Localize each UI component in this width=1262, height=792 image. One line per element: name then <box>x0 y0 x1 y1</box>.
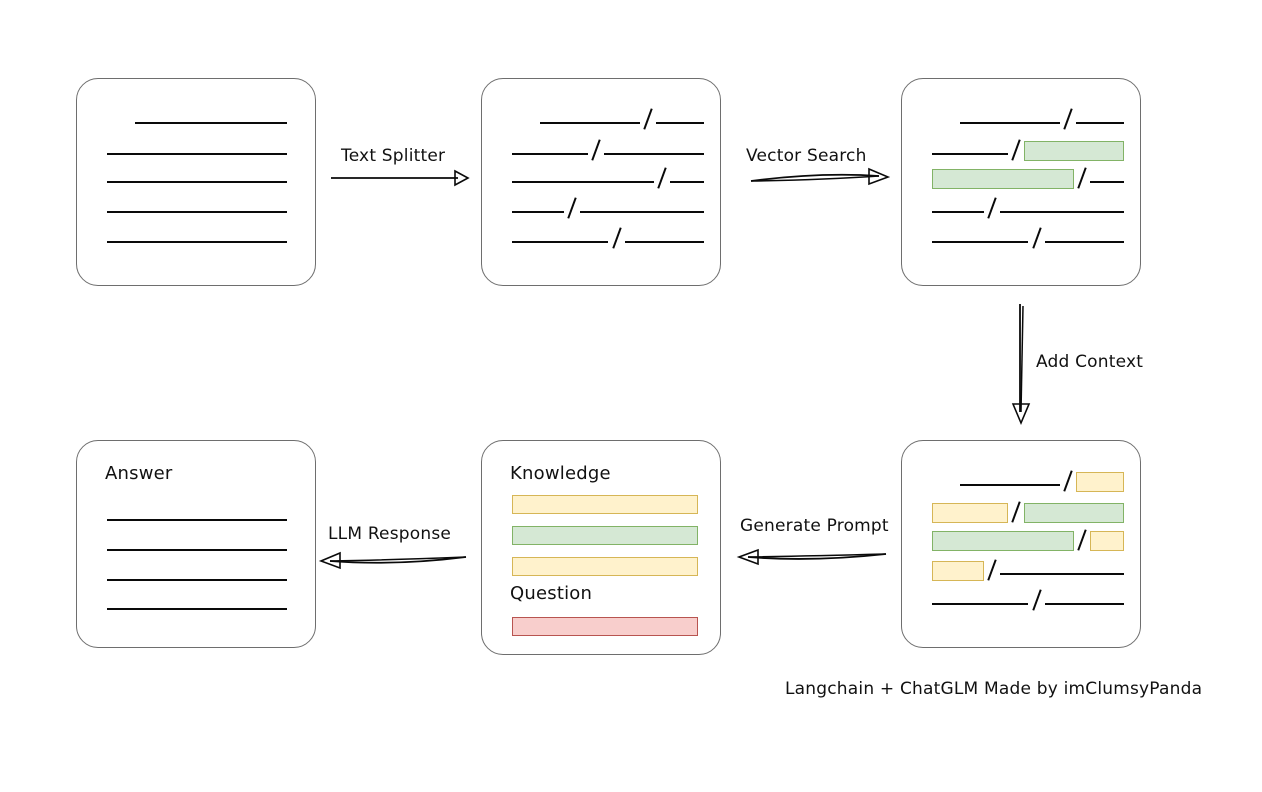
question-chunk-red[interactable] <box>512 617 698 636</box>
text-line-segment <box>107 519 287 521</box>
text-line-segment <box>670 181 704 183</box>
text-line-segment <box>1045 603 1124 605</box>
text-line-segment <box>656 122 704 124</box>
source-document-box[interactable] <box>76 78 316 286</box>
text-line-segment <box>625 241 704 243</box>
text-line-segment <box>1090 181 1124 183</box>
arrow-label-add-context: Add Context <box>1036 352 1144 372</box>
arrow-label-llm-response: LLM Response <box>328 524 452 544</box>
text-line-segment <box>512 153 588 155</box>
chunk-separator-icon <box>1077 529 1087 551</box>
chunk-separator-icon <box>1032 589 1042 611</box>
text-line-segment <box>932 153 1008 155</box>
chunk-separator-icon <box>1032 227 1042 249</box>
context-chunk-yellow[interactable] <box>932 503 1008 523</box>
text-line-segment <box>107 181 287 183</box>
chunk-separator-icon <box>567 197 577 219</box>
matched-chunk-green[interactable] <box>1024 141 1124 161</box>
chunk-separator-icon <box>643 108 653 130</box>
chunk-separator-icon <box>987 197 997 219</box>
knowledge-chunk-green[interactable] <box>512 526 698 545</box>
chunk-separator-icon <box>591 139 601 161</box>
chunk-separator-icon <box>987 559 997 581</box>
answer-label: Answer <box>105 463 173 484</box>
text-line-segment <box>540 122 640 124</box>
knowledge-chunk-yellow[interactable] <box>512 557 698 576</box>
text-line-segment <box>1000 211 1124 213</box>
answer-box[interactable]: Answer <box>76 440 316 648</box>
context-chunk-yellow[interactable] <box>1090 531 1124 551</box>
vector-matched-box[interactable] <box>901 78 1141 286</box>
text-line-segment <box>604 153 704 155</box>
chunk-separator-icon <box>1063 470 1073 492</box>
text-line-segment <box>107 579 287 581</box>
chunk-separator-icon <box>612 227 622 249</box>
text-line-segment <box>135 122 287 124</box>
text-line-segment <box>107 608 287 610</box>
arrow-label-generate-prompt: Generate Prompt <box>740 516 889 536</box>
text-line-segment <box>1045 241 1124 243</box>
split-chunks-box[interactable] <box>481 78 721 286</box>
chunk-separator-icon <box>1063 108 1073 130</box>
text-line-segment <box>107 549 287 551</box>
matched-chunk-green[interactable] <box>932 531 1074 551</box>
chunk-separator-icon <box>1077 167 1087 189</box>
chunk-separator-icon <box>1011 139 1021 161</box>
knowledge-chunk-yellow[interactable] <box>512 495 698 514</box>
text-line-segment <box>1000 573 1124 575</box>
text-line-segment <box>932 603 1028 605</box>
text-line-segment <box>512 241 608 243</box>
text-line-segment <box>107 211 287 213</box>
knowledge-label: Knowledge <box>510 463 611 484</box>
text-line-segment <box>1076 122 1124 124</box>
text-line-segment <box>960 484 1060 486</box>
arrow-text-splitter <box>331 169 470 187</box>
prompt-box[interactable]: Knowledge Question <box>481 440 721 655</box>
text-line-segment <box>107 153 287 155</box>
matched-chunk-green[interactable] <box>932 169 1074 189</box>
credit-text: Langchain + ChatGLM Made by imClumsyPand… <box>785 679 1203 699</box>
text-line-segment <box>580 211 704 213</box>
arrow-vector-search <box>750 167 891 186</box>
arrow-generate-prompt <box>736 548 887 566</box>
text-line-segment <box>932 241 1028 243</box>
text-line-segment <box>932 211 984 213</box>
text-line-segment <box>512 211 564 213</box>
arrow-add-context <box>1011 304 1031 426</box>
text-line-segment <box>960 122 1060 124</box>
text-line-segment <box>512 181 654 183</box>
matched-chunk-green[interactable] <box>1024 503 1124 523</box>
arrow-label-text-splitter: Text Splitter <box>341 146 446 166</box>
context-chunk-yellow[interactable] <box>1076 472 1124 492</box>
text-line-segment <box>107 241 287 243</box>
context-chunk-yellow[interactable] <box>932 561 984 581</box>
chunk-separator-icon <box>1011 501 1021 523</box>
context-added-box[interactable] <box>901 440 1141 648</box>
question-label: Question <box>510 583 593 604</box>
arrow-label-vector-search: Vector Search <box>746 146 867 166</box>
chunk-separator-icon <box>657 167 667 189</box>
arrow-llm-response <box>318 551 467 570</box>
